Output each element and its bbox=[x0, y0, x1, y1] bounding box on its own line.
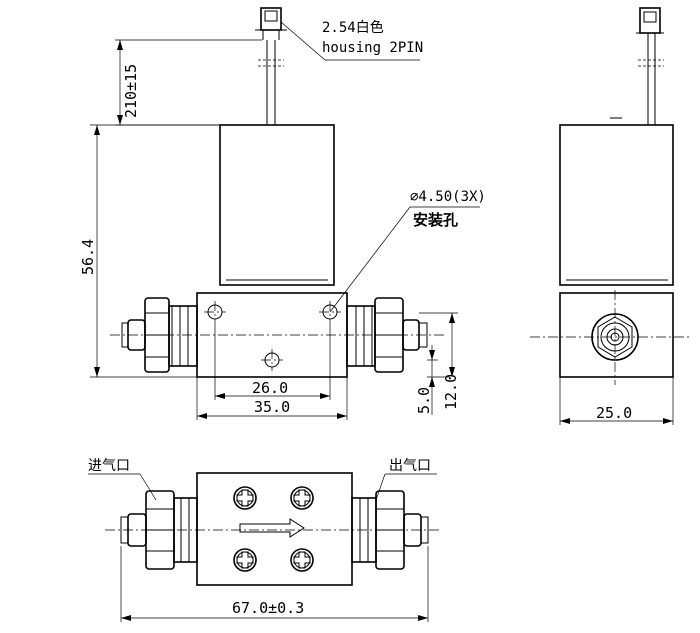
mounting-hole-spec: ⌀4.50(3X) bbox=[410, 189, 486, 205]
inlet-label: 进气口 bbox=[88, 458, 130, 474]
outlet-label: 出气口 bbox=[389, 458, 431, 474]
mounting-hole-right bbox=[319, 301, 341, 323]
screw-top-right bbox=[290, 486, 314, 510]
dim-body-length bbox=[196, 377, 348, 420]
dim-hole-spacing bbox=[214, 323, 331, 400]
outlet-leader bbox=[375, 473, 437, 501]
dim-height bbox=[90, 124, 220, 378]
dim-body-length-label: 35.0 bbox=[254, 398, 290, 416]
screw-bottom-left bbox=[233, 548, 257, 572]
mounting-hole-left bbox=[204, 301, 226, 323]
dim-height-label: 56.4 bbox=[79, 239, 97, 275]
side-view bbox=[530, 7, 690, 385]
mounting-hole-label: 安装孔 bbox=[413, 211, 458, 229]
screw-top-left bbox=[233, 486, 257, 510]
dim-overall-length-label: 67.0±0.3 bbox=[232, 599, 304, 617]
connector-housing bbox=[255, 7, 287, 125]
dim-hole-offset bbox=[427, 345, 450, 415]
dim-hole-spacing-label: 26.0 bbox=[252, 379, 288, 397]
dim-block-height-label: 12.0 bbox=[442, 374, 460, 410]
top-block bbox=[196, 472, 353, 586]
inlet-leader bbox=[88, 473, 157, 501]
top-view bbox=[105, 472, 440, 586]
dim-side-width-label: 25.0 bbox=[596, 404, 632, 422]
dim-block-height bbox=[419, 312, 458, 377]
dim-wire-length-label: 210±15 bbox=[122, 64, 140, 118]
screw-bottom-right bbox=[290, 548, 314, 572]
dim-hole-offset-label: 5.0 bbox=[415, 387, 433, 414]
front-view bbox=[110, 7, 445, 378]
mounting-hole-leader bbox=[329, 206, 480, 313]
connector-leader bbox=[280, 21, 420, 61]
dim-side-width bbox=[559, 377, 674, 425]
dim-overall-length bbox=[120, 546, 429, 622]
mounting-hole-bottom bbox=[261, 349, 283, 371]
flow-arrow bbox=[239, 518, 305, 538]
connector-spec-line1: 2.54白色 bbox=[322, 19, 384, 36]
connector-spec-line2: housing 2PIN bbox=[322, 40, 423, 56]
coil-body bbox=[219, 124, 335, 286]
